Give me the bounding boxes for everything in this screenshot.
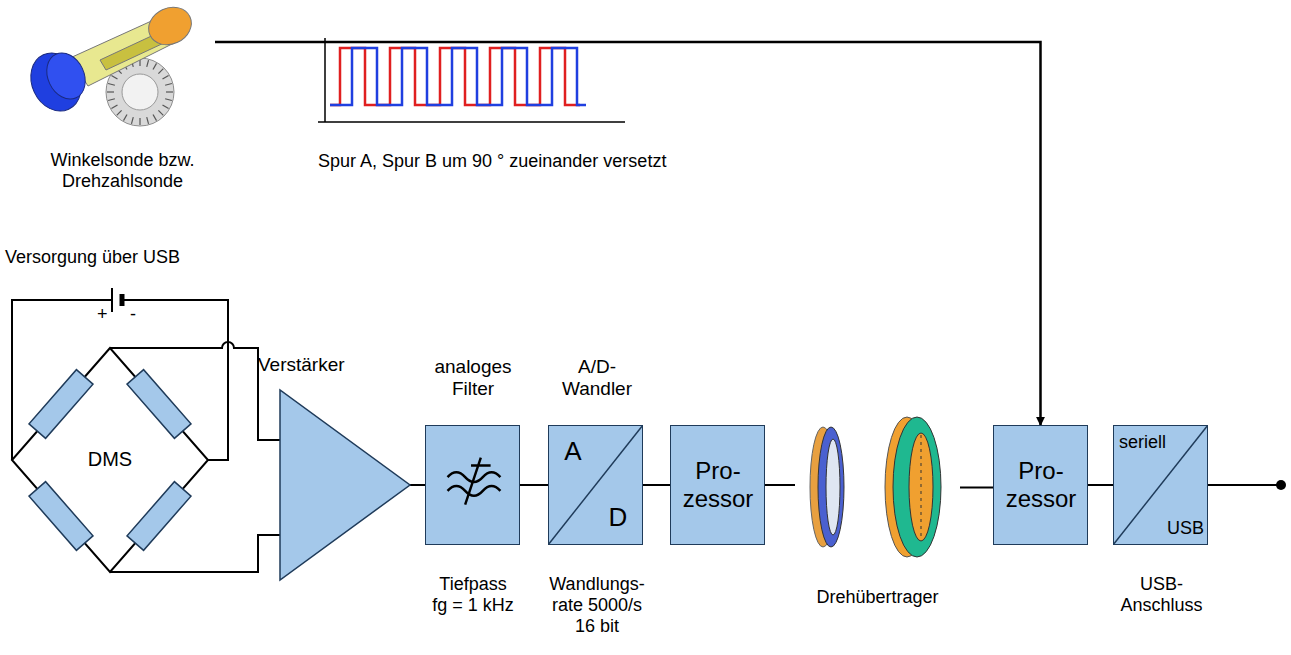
rotor-ring (818, 427, 844, 547)
output-wire (1208, 484, 1280, 486)
shape-graphic (549, 426, 642, 544)
sensor-face (40, 47, 93, 106)
shape-graphic (30, 0, 215, 130)
battery-plate (111, 288, 113, 312)
resistor-symbol (127, 482, 191, 551)
terminal-dot (1276, 480, 1286, 490)
resistor-symbol (127, 370, 191, 439)
disc-hub (122, 74, 158, 110)
battery-plate (120, 294, 125, 306)
stator-seam (921, 435, 922, 539)
disc-slot (166, 91, 173, 92)
signal-caption: Spur A, Spur B um 90 ° zueinander verset… (318, 151, 666, 173)
disc-slot (165, 99, 172, 101)
resistor-symbol (29, 482, 93, 551)
disc-slot (165, 83, 172, 85)
bridge-outline (12, 348, 208, 572)
polarity-sign: - (130, 304, 136, 326)
shape-graphic (426, 426, 519, 544)
triangle-outline (280, 390, 410, 580)
disc-slot (111, 105, 117, 109)
signal-plot (318, 38, 625, 122)
node-text: Verstärker (258, 354, 378, 376)
rotor-bore (826, 439, 840, 535)
disc-slot (139, 118, 140, 125)
disc-slot (108, 83, 115, 85)
track-b-wave (330, 48, 586, 105)
signal-connector (110, 342, 280, 440)
adc-box: A/D- WandlerADWandlungs- rate 5000/s 16 … (548, 425, 643, 545)
node-text: A (555, 436, 591, 467)
node-text: Winkelsonde bzw. Drehzahlsonde (35, 150, 210, 192)
lowpass-symbol (465, 458, 490, 505)
resistor-symbol (29, 370, 93, 439)
disc-slot (111, 76, 117, 80)
supply-wire (122, 300, 228, 460)
disc-slot (158, 110, 163, 115)
box-label: Pro- zessor (996, 457, 1086, 514)
node-text: Wandlungs- rate 5000/s 16 bit (547, 574, 647, 638)
processor-box: Pro- zessor (993, 425, 1088, 545)
supply-wire (12, 300, 112, 460)
box-label: Pro- zessor (673, 457, 763, 514)
signal-connector (765, 484, 795, 486)
rotary-transformer: Drehübertrager (795, 415, 960, 560)
signal-connector (643, 484, 670, 486)
strain-gauge-bridge: DMS (12, 348, 208, 572)
track-a-wave (330, 48, 580, 105)
usb-converter-box: seriellUSBUSB- Anschluss (1113, 425, 1208, 545)
signal-connector (960, 487, 993, 489)
node-text: Drehübertrager (795, 587, 960, 608)
converter-diagonal (549, 426, 642, 543)
stator-bore (909, 433, 933, 541)
disc-slot (158, 69, 163, 74)
encoder-illustration (22, 0, 198, 126)
disc-slot (117, 110, 122, 115)
disc-slot (147, 60, 149, 67)
disc-slot (163, 105, 169, 109)
filter-box: analoges FilterTiefpass fg = 1 kHz (425, 425, 520, 545)
node-text: Tiefpass fg = 1 kHz (430, 574, 516, 616)
node-text: USB (1154, 518, 1204, 539)
signal-connector (520, 484, 548, 486)
disc-slot (163, 76, 169, 80)
polarity-sign: + (97, 304, 108, 326)
plot-axes (318, 38, 625, 122)
node-text: A/D- Wandler (557, 356, 637, 401)
shape-graphic (280, 390, 410, 580)
shape-graphic (795, 415, 960, 560)
usb-output (1208, 480, 1286, 490)
node-text: DMS (70, 448, 150, 472)
disc-slot (153, 63, 157, 69)
node-text: seriell (1119, 432, 1179, 453)
amplifier-triangle: Verstärker (280, 390, 410, 580)
converter-diagonal (1114, 426, 1207, 543)
signal-connector (410, 484, 425, 486)
stator-ring (893, 417, 941, 557)
disc-slot (147, 117, 149, 124)
disc-slot (124, 115, 128, 121)
supply-wiring (12, 288, 280, 572)
disc-slot (107, 91, 114, 92)
node-text: USB- Anschluss (1114, 574, 1209, 616)
signal-connector (215, 42, 1041, 425)
disc-slot (131, 117, 133, 124)
node-text: D (599, 502, 637, 533)
node-text: analoges Filter (428, 356, 518, 401)
shaft-cap (142, 0, 197, 51)
processor-box: Pro- zessor (670, 425, 765, 545)
signal-connector (1088, 484, 1113, 486)
angle-sensor: Winkelsonde bzw. Drehzahlsonde (30, 0, 215, 130)
disc-slot (153, 115, 157, 121)
disc-slot (108, 99, 115, 101)
supply-label: Versorgung über USB (5, 247, 180, 269)
